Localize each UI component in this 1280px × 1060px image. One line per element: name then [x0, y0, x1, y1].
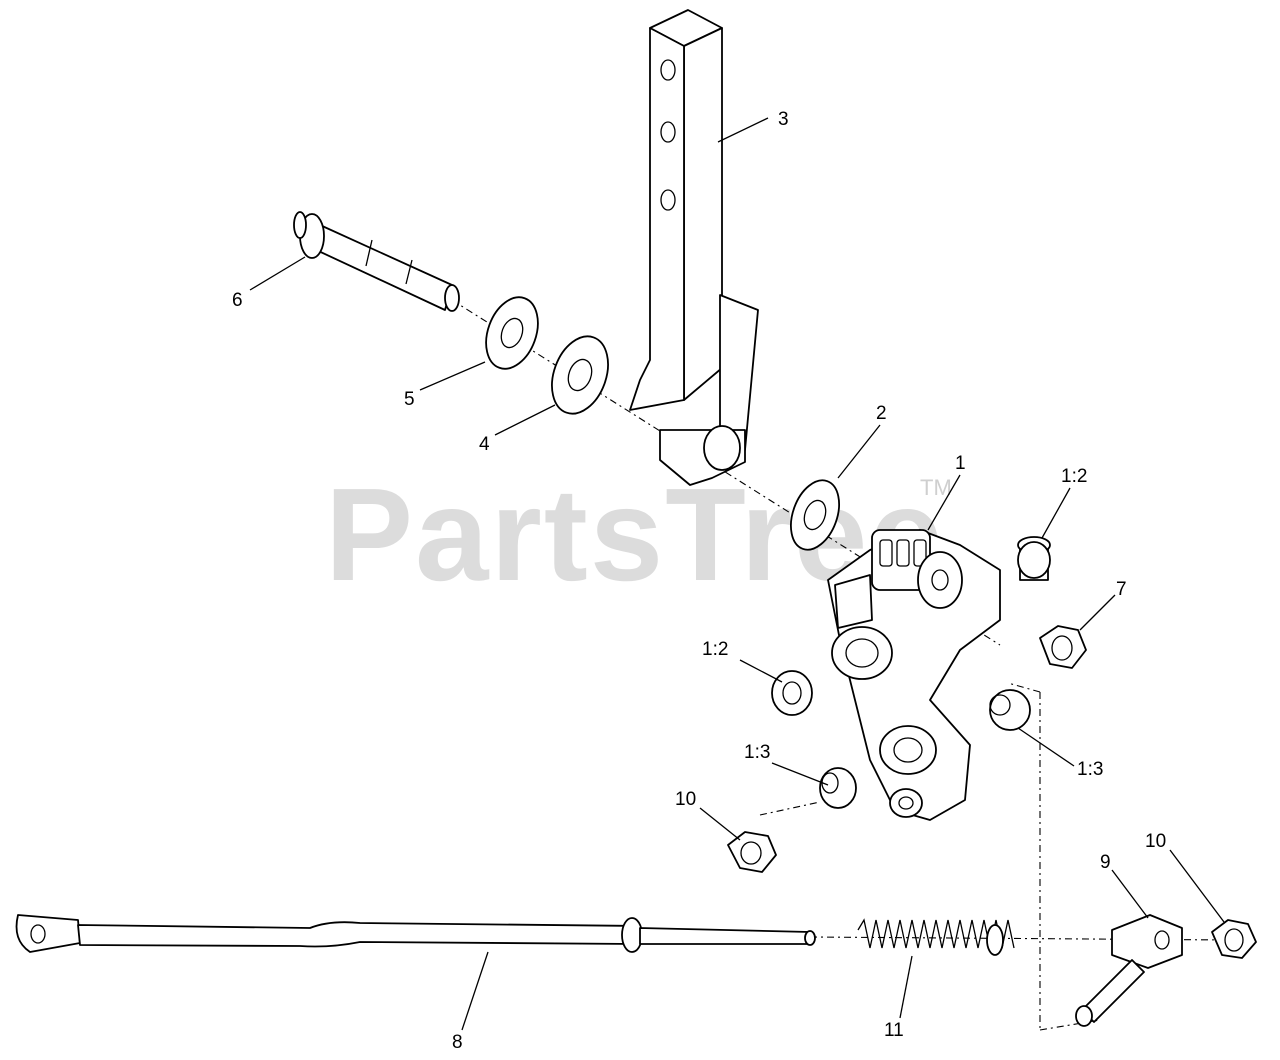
bushing-1-3-left: [819, 767, 857, 809]
callout-10-right: 10: [1145, 831, 1166, 852]
callout-7: 7: [1116, 579, 1127, 600]
callout-1: 1: [955, 453, 966, 474]
callout-4: 4: [479, 434, 490, 455]
bushing-1-2-right: [1017, 536, 1051, 581]
callout-1-3-left: 1:3: [744, 742, 770, 763]
bushing-1-3-right: [989, 689, 1031, 731]
leader-lines: [249, 117, 1225, 1031]
callout-2: 2: [876, 403, 887, 424]
control-rod: [15, 914, 816, 953]
swivel-pivot: [1075, 914, 1183, 1027]
bushing-1-2-left: [771, 670, 813, 716]
callout-9: 9: [1100, 852, 1111, 873]
callout-1-2-right: 1:2: [1061, 466, 1087, 487]
hex-nut-7: [1039, 625, 1087, 669]
lever-bracket: [629, 9, 759, 486]
pivot-arm-assembly: [827, 529, 1001, 821]
callout-1-2-left: 1:2: [702, 639, 728, 660]
callout-1-3-right: 1:3: [1077, 759, 1103, 780]
callout-5: 5: [404, 389, 415, 410]
washer-4: [551, 335, 609, 415]
compression-spring: [857, 918, 1015, 956]
callout-3: 3: [778, 109, 789, 130]
callout-11: 11: [884, 1020, 904, 1041]
washer-2: [790, 479, 840, 551]
hex-nut-10-right: [1211, 919, 1257, 959]
callout-10-left: 10: [675, 789, 696, 810]
callouts: 3 6 5 4 2 1 1:2 7 1:2 1:3 1:3 10 9 10 8 …: [232, 109, 1166, 1053]
callout-8: 8: [452, 1032, 463, 1053]
hex-nut-10-left: [727, 831, 777, 873]
washer-5: [485, 296, 539, 370]
clevis-pin: [293, 211, 460, 312]
callout-6: 6: [232, 290, 243, 311]
watermark-trademark: TM: [920, 475, 952, 500]
